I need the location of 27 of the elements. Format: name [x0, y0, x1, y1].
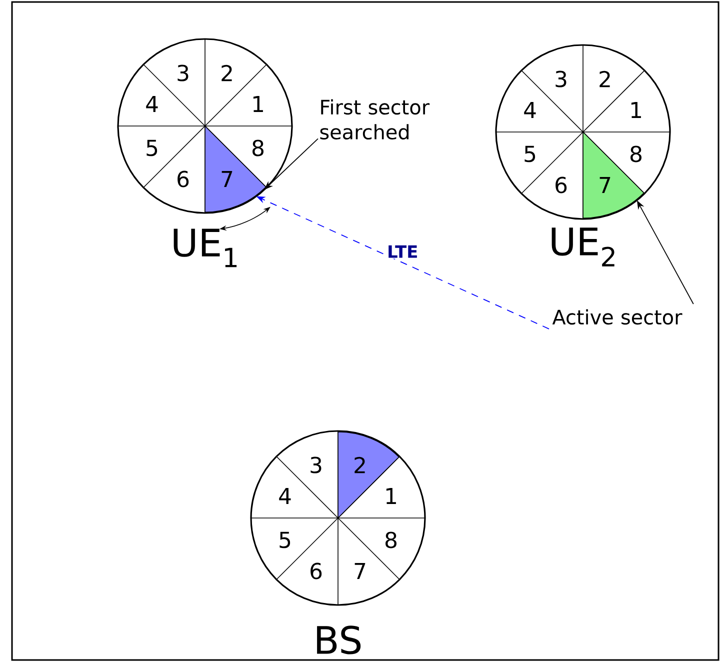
circle-label: BS	[317, 626, 361, 654]
sector: 8	[630, 146, 642, 162]
sector: 6	[556, 176, 567, 194]
sector: 8	[252, 140, 264, 156]
sector: 4	[524, 102, 536, 118]
sector: 4	[146, 96, 158, 112]
sector: 5	[146, 140, 158, 156]
sector: 2	[222, 64, 232, 82]
sector: 5	[524, 146, 536, 162]
sector: 8	[386, 532, 396, 548]
sector: 3	[310, 456, 322, 474]
sector: 4	[279, 488, 291, 504]
sector: 1	[386, 488, 396, 504]
annotation-text: Active sector	[552, 309, 682, 325]
sector: 2	[600, 70, 610, 88]
circle-label: UE$_{2}$	[552, 228, 614, 266]
sector: 3	[556, 70, 566, 88]
annotation-text: First sector searched	[320, 99, 430, 140]
sector: 1	[253, 96, 263, 112]
sector: 6	[310, 562, 322, 580]
sector: 1	[631, 102, 641, 118]
circle-label: UE$_{1}$	[174, 228, 237, 268]
edge-label: LTE	[386, 244, 420, 259]
sector: 6	[178, 170, 189, 188]
sector: 7	[354, 563, 366, 579]
sector: 5	[280, 532, 290, 548]
sector: 3	[178, 64, 188, 82]
